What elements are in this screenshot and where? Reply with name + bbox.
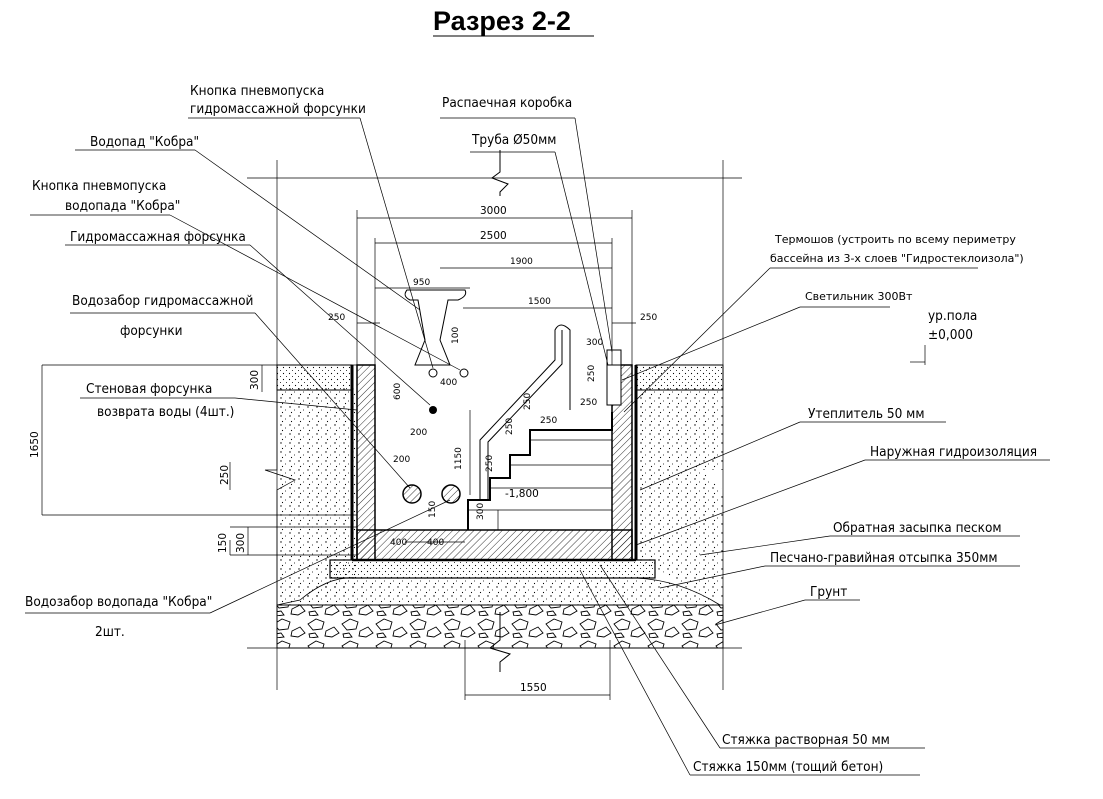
handrail (479, 324, 571, 500)
label-knopka-vodopada-2: водопада "Кобра" (65, 198, 180, 214)
label-ur-pola-1: ур.пола (928, 308, 977, 324)
dim-3000: 3000 (480, 205, 507, 217)
dimension-texts: 3000 2500 1900 1500 950 250 250 100 400 … (29, 205, 657, 694)
button-2-icon (459, 368, 469, 378)
dim-250-step3: 250 (523, 393, 533, 410)
label-vodozabor-forsunki-2: форсунки (120, 323, 183, 339)
dim-level: -1,800 (505, 488, 539, 500)
ground-right (636, 388, 723, 600)
label-stenovaya-1: Стеновая форсунка (86, 381, 212, 397)
label-grunt: Грунт (810, 584, 847, 600)
label-termoshov-1: Термошов (устроить по всему периметру (774, 233, 1016, 246)
label-styazhka-150: Стяжка 150мм (тощий бетон) (693, 759, 883, 775)
label-knopka-forsunki-2: гидромассажной форсунки (190, 101, 366, 117)
dim-300-side: 300 (235, 533, 247, 553)
dim-300-floor: 300 (476, 503, 486, 520)
light-fixture-icon (606, 364, 622, 406)
label-otsypka: Песчано-гравийная отсыпка 350мм (770, 550, 998, 566)
labels: Кнопка пневмопуска гидромассажной форсун… (25, 83, 1037, 775)
label-korobka: Распаечная коробка (442, 95, 572, 111)
label-uteplitel: Утеплитель 50 мм (808, 406, 925, 422)
gravel-layer (276, 604, 724, 649)
dim-150-pipe: 150 (428, 501, 438, 518)
label-gidroizolyaciya: Наружная гидроизоляция (870, 444, 1037, 460)
label-ur-pola-2: ±0,000 (928, 327, 973, 343)
label-truba: Труба Ø50мм (471, 132, 556, 148)
dim-250-step5: 250 (505, 418, 515, 435)
label-zasypka: Обратная засыпка песком (833, 520, 1002, 536)
dim-200-b: 200 (393, 455, 410, 465)
dim-100: 100 (451, 327, 461, 344)
label-knopka-forsunki-1: Кнопка пневмопуска (190, 83, 324, 99)
handrail-inner (487, 330, 563, 500)
dim-250-right: 250 (640, 313, 657, 323)
dim-1150: 1150 (454, 447, 464, 470)
sand-layer (276, 577, 722, 606)
label-vodopad: Водопад "Кобра" (90, 134, 199, 150)
dim-300-top: 300 (249, 370, 261, 390)
dim-400-bot1: 400 (390, 538, 407, 548)
dim-250-side: 250 (219, 465, 231, 485)
intake-nozzle-1-icon (402, 484, 422, 504)
leader-lines (25, 117, 1050, 776)
dim-250-step2: 250 (580, 398, 597, 408)
dim-400-top: 400 (440, 378, 457, 388)
dim-400-bot2: 400 (427, 538, 444, 548)
dim-1650: 1650 (29, 431, 41, 458)
dim-600: 600 (393, 383, 403, 400)
dim-200-a: 200 (410, 428, 427, 438)
intake-nozzle-2-icon (441, 484, 461, 504)
dim-950: 950 (413, 278, 430, 288)
dim-250-step1: 250 (587, 365, 597, 382)
dim-2500: 2500 (480, 230, 507, 242)
label-vodozabor-vodopada-2: 2шт. (95, 624, 125, 640)
break-mark-top (490, 150, 509, 196)
dim-1500: 1500 (528, 297, 551, 307)
ground-left (277, 388, 357, 610)
dim-250-left: 250 (328, 313, 345, 323)
page-title: Разрез 2-2 (433, 6, 571, 36)
floor-slab-left (276, 364, 353, 391)
label-termoshov-2: бассейна из 3-х слоев "Гидростеклоизола"… (770, 252, 1024, 265)
dim-250-step6: 250 (485, 455, 495, 472)
label-vodozabor-forsunki-1: Водозабор гидромассажной (72, 293, 253, 309)
dim-150-side: 150 (217, 533, 229, 553)
dim-1550: 1550 (520, 682, 547, 694)
foundation-slab (329, 559, 656, 579)
label-vodozabor-vodopada-1: Водозабор водопада "Кобра" (25, 594, 212, 610)
label-styazhka-50: Стяжка растворная 50 мм (722, 732, 890, 748)
dimension-lines (41, 210, 926, 700)
button-1-icon (428, 368, 438, 378)
massage-nozzle-icon (429, 406, 437, 414)
label-knopka-vodopada-1: Кнопка пневмопуска (32, 178, 166, 194)
label-stenovaya-2: возврата воды (4шт.) (97, 404, 234, 420)
dim-1900: 1900 (510, 257, 533, 267)
ground-left-edge (264, 388, 296, 610)
label-svetilnik: Светильник 300Вт (805, 290, 913, 303)
junction-box-icon (606, 349, 622, 366)
label-forsunka: Гидромассажная форсунка (70, 229, 246, 245)
dim-300-step: 300 (586, 338, 603, 348)
dim-250-step4: 250 (540, 416, 557, 426)
stairs (467, 412, 613, 530)
